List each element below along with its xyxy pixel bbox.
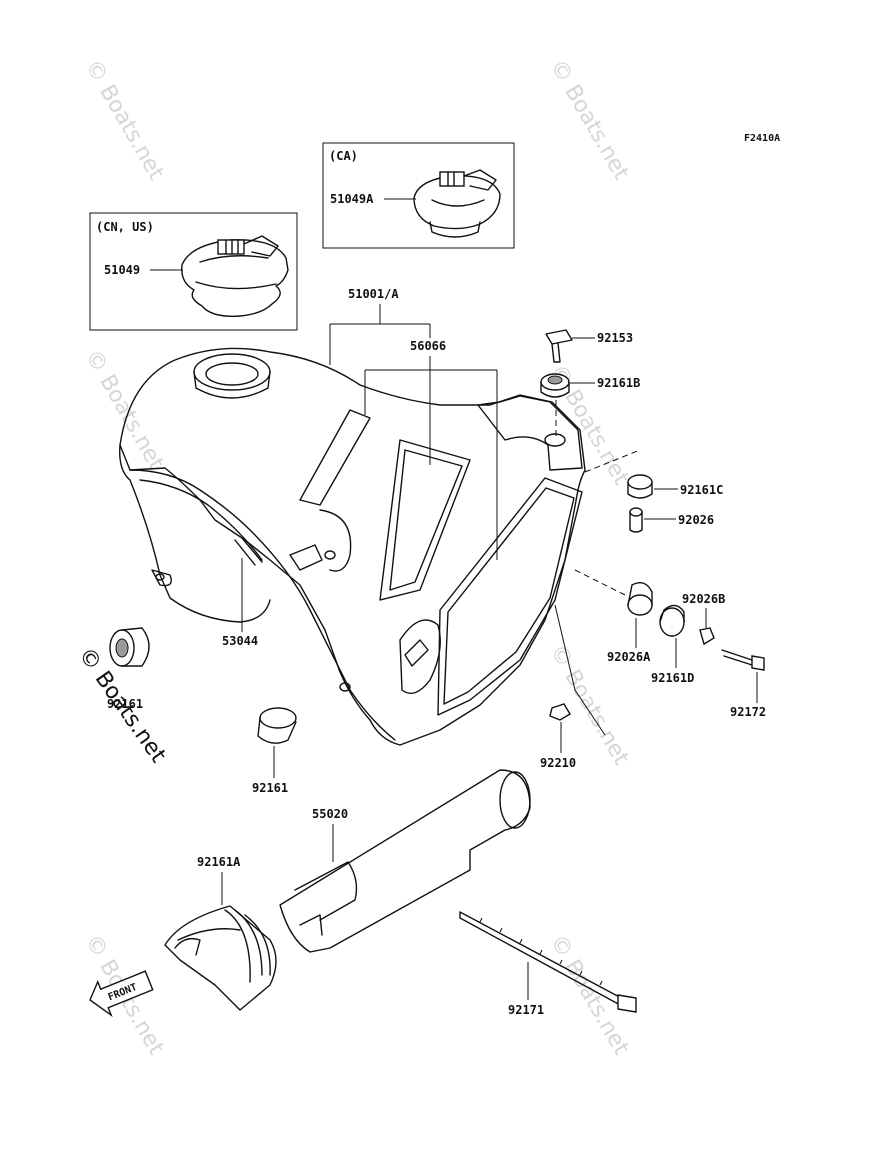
part-label-51049[interactable]: 51049 [104,263,140,277]
figure-code: F2410A [744,133,780,144]
variant-box-ca: (CA) 51049A [322,142,515,249]
variant-label-ca: (CA) [329,149,358,163]
part-label-92171[interactable]: 92171 [508,1003,544,1017]
bolt-92153 [545,329,573,363]
fuel-cap-51049 [181,235,289,317]
part-label-92026A[interactable]: 92026A [607,650,651,664]
part-label-92026B[interactable]: 92026B [682,592,725,606]
part-label-92161C[interactable]: 92161C [680,483,723,497]
part-label-92153[interactable]: 92153 [597,331,633,345]
collar-92026 [629,507,643,533]
fuel-tank [119,347,586,746]
band-92171 [459,911,637,1013]
damper-92161-bottom [257,707,297,744]
part-label-92161D[interactable]: 92161D [651,671,694,685]
watermark-group: © Boats.net © Boats.net © Boats.net © Bo… [80,56,634,1060]
variant-box-cn-us: (CN, US) 51049 [89,212,298,331]
part-label-92161-left[interactable]: 92161 [107,697,143,711]
damper-92161-left [109,627,150,667]
part-label-92026[interactable]: 92026 [678,513,714,527]
damper-92161D [659,604,685,637]
front-arrow-icon: FRONT [89,970,154,1018]
part-label-55020[interactable]: 55020 [312,807,348,821]
fuel-cap-51049A [413,169,501,238]
part-label-92172[interactable]: 92172 [730,705,766,719]
part-label-92161B[interactable]: 92161B [597,376,640,390]
part-label-92161A[interactable]: 92161A [197,855,241,869]
damper-92161A [164,905,277,1011]
damper-92161C [627,474,653,499]
part-label-92210[interactable]: 92210 [540,756,576,770]
part-label-92161-bottom[interactable]: 92161 [252,781,288,795]
bolt-92172 [721,649,765,671]
part-label-51001A[interactable]: 51001/A [348,287,399,301]
damper-92026A [627,582,653,616]
part-label-53044[interactable]: 53044 [222,634,258,648]
variant-label-cn-us: (CN, US) [96,220,154,234]
watermark: © Boats.net [80,56,169,185]
part-label-56066[interactable]: 56066 [410,339,446,353]
damper-92161B [540,373,570,398]
collar-92026B [699,627,715,646]
nut-92210 [549,703,571,721]
part-label-51049A[interactable]: 51049A [330,192,374,206]
cover-55020 [279,769,531,953]
watermark: © Boats.net [545,56,634,185]
